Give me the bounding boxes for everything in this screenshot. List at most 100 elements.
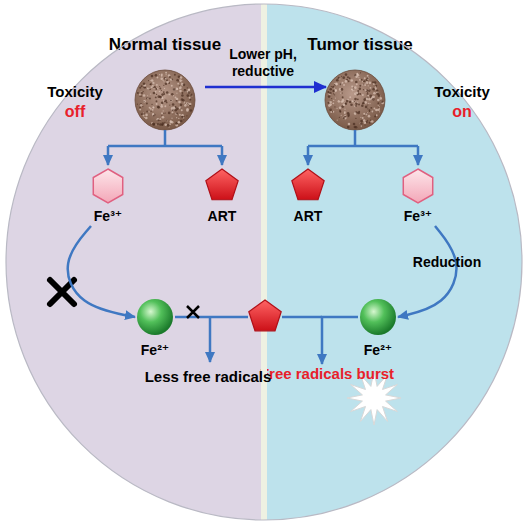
- nanoparticle-grain: [360, 72, 361, 73]
- nanoparticle-grain: [329, 108, 332, 111]
- nanoparticle-grain: [137, 104, 138, 105]
- nanoparticle-grain: [333, 100, 334, 101]
- nanoparticle-grain: [167, 124, 170, 127]
- nanoparticle-grain: [341, 88, 344, 91]
- nanoparticle-grain: [169, 126, 170, 127]
- nanoparticle-grain: [143, 115, 145, 117]
- nanoparticle-grain: [347, 114, 350, 117]
- nanoparticle-grain: [350, 103, 353, 106]
- art-pentagon: ART: [197, 166, 247, 226]
- nanoparticle-grain: [376, 92, 379, 95]
- nanoparticle-grain: [327, 102, 329, 104]
- nanoparticle-grain: [174, 109, 177, 112]
- nanoparticle-grain: [140, 91, 141, 92]
- nanoparticle-grain: [189, 97, 191, 99]
- nanoparticle-grain: [174, 74, 176, 76]
- nanoparticle-grain: [362, 94, 364, 96]
- nanoparticle-grain: [341, 76, 342, 77]
- burst-star: Free radicals burst: [252, 364, 402, 424]
- nanoparticle-grain: [165, 112, 166, 113]
- nanoparticle-grain: [375, 109, 378, 112]
- nanoparticle-grain: [159, 74, 160, 75]
- nanoparticle-grain: [180, 104, 183, 107]
- nanoparticle-grain: [184, 89, 187, 92]
- nanoparticle-grain: [150, 123, 151, 124]
- nanoparticle-grain: [166, 74, 167, 75]
- nanoparticle-grain: [161, 93, 164, 96]
- nanoparticle-grain: [150, 93, 151, 94]
- nanoparticle-grain: [329, 92, 332, 95]
- nanoparticle-grain: [159, 86, 160, 87]
- nanoparticle-grain: [341, 101, 343, 103]
- nanoparticle-grain: [378, 107, 379, 108]
- nanoparticle-grain: [175, 113, 177, 115]
- nanoparticle-grain: [335, 90, 337, 92]
- nanoparticle-grain: [367, 77, 369, 79]
- nanoparticle-grain: [146, 103, 148, 105]
- nanoparticle-grain: [382, 101, 383, 102]
- nanoparticle-grain: [190, 105, 191, 106]
- nanoparticle-grain: [342, 99, 345, 102]
- nanoparticle-grain: [355, 118, 356, 119]
- nanoparticle-grain: [369, 82, 372, 85]
- nanoparticle-grain: [356, 73, 358, 75]
- nanoparticle-grain: [368, 103, 369, 104]
- nanoparticle-grain: [373, 83, 375, 85]
- nanoparticle-grain: [181, 109, 183, 111]
- nanoparticle-grain: [169, 123, 171, 125]
- nanoparticle-grain: [349, 96, 351, 98]
- nanoparticle-grain: [351, 89, 353, 91]
- nanoparticle-grain: [164, 122, 165, 123]
- nanoparticle-grain: [162, 97, 164, 99]
- iron-hexagon: Fe³⁺: [393, 166, 443, 226]
- nanoparticle-grain: [360, 120, 363, 123]
- nanoparticle-grain: [378, 94, 381, 97]
- nanoparticle-grain: [351, 100, 353, 102]
- nanoparticle-grain: [363, 115, 364, 116]
- nanoparticle-grain: [176, 107, 179, 110]
- nanoparticle-grain: [357, 112, 360, 115]
- branch-arrow: [417, 146, 420, 165]
- nanoparticle-grain: [370, 87, 372, 89]
- nanoparticle-grain: [339, 111, 341, 113]
- nanoparticle-grain: [186, 115, 187, 116]
- node-label: Fe²⁺: [141, 342, 169, 359]
- nanoparticle-grain: [163, 81, 164, 82]
- nanoparticle-grain: [333, 93, 334, 94]
- nanoparticle-grain: [149, 89, 150, 90]
- nanoparticle-grain: [180, 107, 181, 108]
- nanoparticle-grain: [171, 93, 174, 96]
- art-pentagon: ART: [283, 166, 333, 226]
- nanoparticle-grain: [149, 107, 151, 109]
- nanoparticle-grain: [372, 98, 375, 101]
- nanoparticle-grain: [143, 86, 146, 89]
- nanoparticle-grain: [352, 101, 353, 102]
- nanoparticle-grain: [159, 123, 162, 126]
- nanoparticle-grain: [345, 102, 348, 105]
- nanoparticle-grain: [157, 123, 159, 125]
- nanoparticle-grain: [152, 85, 154, 87]
- nanoparticle-grain: [360, 125, 361, 126]
- nanoparticle-grain: [352, 88, 354, 90]
- nanoparticle-grain: [341, 115, 342, 116]
- nanoparticle-grain: [370, 97, 371, 98]
- nanoparticle-grain: [152, 113, 154, 115]
- nanoparticle-grain: [176, 93, 177, 94]
- nanoparticle-grain: [354, 101, 355, 102]
- nanoparticle-grain: [376, 93, 377, 94]
- nanoparticle-grain: [370, 107, 372, 109]
- nanoparticle-grain: [162, 122, 165, 125]
- nanoparticle-grain: [331, 98, 332, 99]
- nanoparticle-grain: [362, 103, 364, 105]
- nanoparticle-grain: [143, 100, 146, 103]
- nanoparticle-grain: [343, 84, 345, 86]
- nanoparticle-grain: [373, 92, 376, 95]
- nanoparticle-grain: [367, 112, 368, 113]
- nanoparticle-grain: [188, 91, 191, 94]
- nanoparticle-grain: [350, 79, 353, 82]
- nanoparticle-grain: [366, 97, 368, 99]
- nanoparticle-grain: [362, 117, 364, 119]
- nanoparticle-grain: [345, 103, 346, 104]
- nanoparticle-grain: [175, 88, 176, 89]
